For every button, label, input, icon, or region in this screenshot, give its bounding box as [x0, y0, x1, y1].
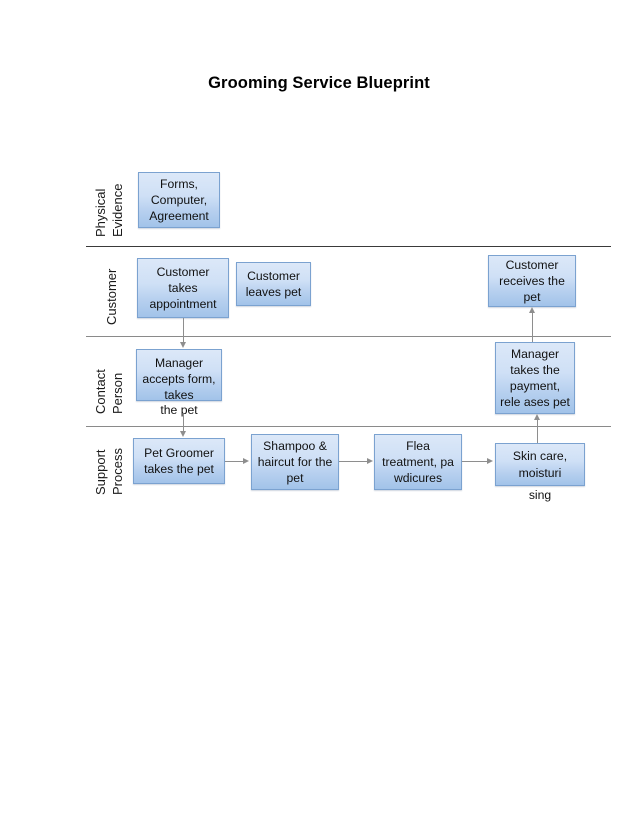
row-label-customer: Customer: [104, 268, 119, 325]
row-label-support-process-2: Process: [110, 448, 125, 495]
arrow-skincare-to-manager-line: [537, 420, 538, 443]
divider-physical-evidence-customer: [86, 246, 611, 247]
row-label-physical-evidence: Physical: [93, 188, 108, 237]
box-manager-takes-payment[interactable]: Manager takes the payment, rele ases pet: [495, 342, 575, 414]
box-skin-care-overflow-text: sing: [528, 488, 552, 502]
arrow-appointment-to-manager-head: [179, 342, 186, 348]
arrow-shampoo-to-flea-line: [339, 461, 368, 462]
row-label-support-process-line2: Process: [110, 448, 125, 495]
row-label-support-process-line1: Support: [93, 449, 108, 495]
arrow-skincare-to-manager-head: [533, 414, 540, 420]
arrow-flea-to-skincare-line: [462, 461, 488, 462]
box-customer-leaves-pet[interactable]: Customer leaves pet: [236, 262, 311, 306]
arrow-flea-to-skincare-head: [487, 457, 493, 464]
row-label-physical-evidence-line2: Evidence: [110, 183, 125, 237]
box-flea-treatment[interactable]: Flea treatment, pa wdicures: [374, 434, 462, 490]
arrow-manager-to-groomer-line: [183, 414, 184, 432]
arrow-groomer-to-shampoo-line: [225, 461, 244, 462]
row-label-physical-evidence-line1: Physical: [93, 188, 108, 237]
box-manager-accepts-form-overflow-text: the pet: [160, 403, 198, 417]
box-customer-receives-pet[interactable]: Customer receives the pet: [488, 255, 576, 307]
arrow-manager-to-groomer-head: [179, 431, 186, 437]
row-label-contact-person-2: Person: [110, 372, 125, 414]
row-label-customer-text: Customer: [104, 268, 119, 325]
box-physical-evidence[interactable]: Forms, Computer, Agreement: [138, 172, 220, 228]
divider-customer-contact-person: [86, 336, 611, 337]
arrow-appointment-to-manager-line: [183, 318, 184, 343]
arrow-manager-to-customer-receives-head: [528, 307, 535, 313]
row-label-contact-person-line1: Contact: [93, 369, 108, 414]
divider-contact-person-support-process: [86, 426, 611, 427]
arrow-groomer-to-shampoo-head: [243, 457, 249, 464]
row-label-physical-evidence-2: Evidence: [110, 183, 125, 237]
box-skin-care[interactable]: Skin care, moisturi: [495, 443, 585, 486]
box-customer-takes-appointment[interactable]: Customer takes appointment: [137, 258, 229, 318]
arrow-manager-to-customer-receives-line: [532, 313, 533, 342]
row-label-contact-person: Contact: [93, 369, 108, 414]
box-manager-accepts-form[interactable]: Manager accepts form, takes: [136, 349, 222, 402]
box-pet-groomer-takes-pet[interactable]: Pet Groomer takes the pet: [133, 438, 225, 484]
row-label-support-process: Support: [93, 449, 108, 495]
box-shampoo-haircut[interactable]: Shampoo & haircut for the pet: [251, 434, 339, 490]
page-title: Grooming Service Blueprint: [208, 74, 430, 92]
row-label-contact-person-line2: Person: [110, 372, 125, 414]
arrow-shampoo-to-flea-head: [367, 457, 373, 464]
